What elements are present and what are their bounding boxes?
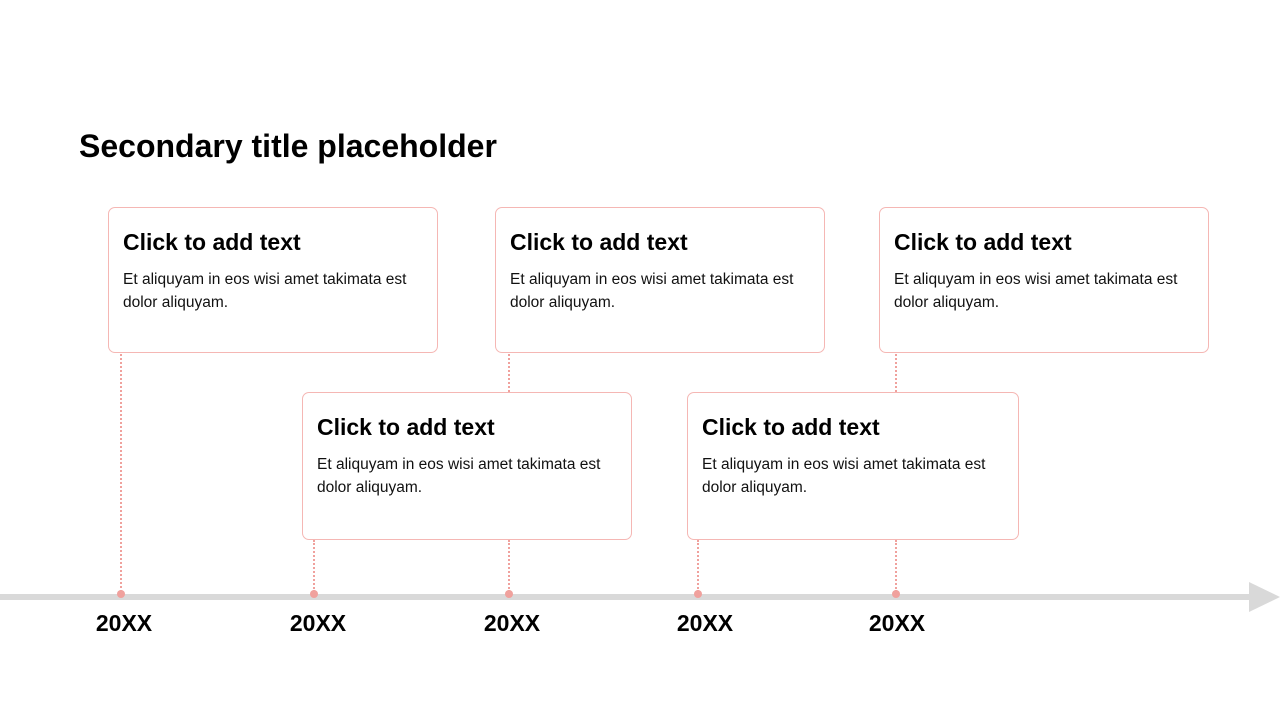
timeline-dot [694,590,702,598]
card-title[interactable]: Click to add text [702,414,880,440]
card-title[interactable]: Click to add text [317,414,495,440]
timeline-axis [0,594,1254,600]
timeline-card[interactable]: Click to add text Et aliquyam in eos wis… [495,207,825,353]
timeline-dot [310,590,318,598]
timeline-connector [508,540,510,592]
card-body[interactable]: Et aliquyam in eos wisi amet takimata es… [702,456,986,496]
timeline-card[interactable]: Click to add text Et aliquyam in eos wis… [879,207,1209,353]
timeline-dot [505,590,513,598]
timeline-connector [120,354,122,592]
timeline-connector [895,540,897,592]
timeline-dot [117,590,125,598]
card-body[interactable]: Et aliquyam in eos wisi amet takimata es… [894,271,1178,311]
card-body[interactable]: Et aliquyam in eos wisi amet takimata es… [123,271,407,311]
card-title[interactable]: Click to add text [123,229,301,255]
slide-title[interactable]: Secondary title placeholder [79,128,497,164]
card-title[interactable]: Click to add text [894,229,1072,255]
timeline-year-label[interactable]: 20XX [483,610,541,636]
timeline-card[interactable]: Click to add text Et aliquyam in eos wis… [302,392,632,540]
timeline-year-label[interactable]: 20XX [289,610,347,636]
card-body[interactable]: Et aliquyam in eos wisi amet takimata es… [317,456,601,496]
timeline-year-label[interactable]: 20XX [676,610,734,636]
arrow-right-icon [1249,582,1280,612]
timeline-year-label[interactable]: 20XX [868,610,926,636]
timeline-year-label[interactable]: 20XX [95,610,153,636]
timeline-connector [697,540,699,592]
timeline-connector [895,354,897,392]
timeline-card[interactable]: Click to add text Et aliquyam in eos wis… [687,392,1019,540]
timeline-connector [508,354,510,392]
timeline-connector [313,540,315,592]
card-title[interactable]: Click to add text [510,229,688,255]
timeline-dot [892,590,900,598]
card-body[interactable]: Et aliquyam in eos wisi amet takimata es… [510,271,794,311]
timeline-card[interactable]: Click to add text Et aliquyam in eos wis… [108,207,438,353]
